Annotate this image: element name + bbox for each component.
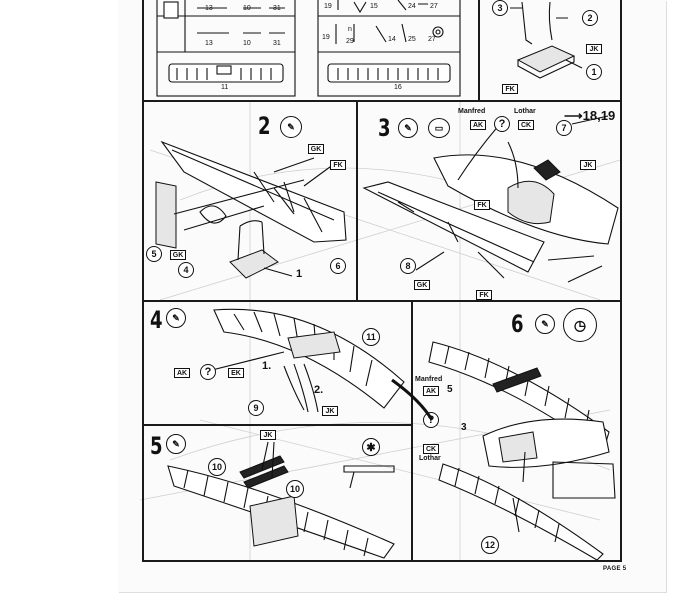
step-preview: 3 2 1 JK FK <box>482 0 620 100</box>
callout: 9 <box>248 400 264 416</box>
callout: 11 <box>362 328 380 346</box>
substep-2: 2. <box>314 384 324 396</box>
decal-sheet-icon: ▭ <box>428 118 450 138</box>
decal-box: FK <box>502 84 518 94</box>
part-label: n <box>348 26 352 33</box>
step-number: 4 <box>150 306 163 334</box>
part-label: 27 <box>428 36 436 43</box>
callout: 3 <box>492 0 508 16</box>
rule-mid1 <box>142 300 622 302</box>
decal-box: EK <box>228 368 244 378</box>
rule-mid2 <box>142 424 412 426</box>
decal-box: JK <box>322 406 338 416</box>
callout: 5 <box>146 246 162 262</box>
decal-box: GK <box>414 280 430 290</box>
decal-box: AK <box>423 386 439 396</box>
part-label: 13 <box>205 5 213 12</box>
rule-right <box>620 0 622 562</box>
substep-1: 1. <box>262 360 272 372</box>
decal-box: JK <box>260 430 276 440</box>
rule-v-step46 <box>411 300 413 562</box>
part-label: 19 <box>322 34 330 41</box>
part-label: 19 <box>324 3 332 10</box>
callout: 6 <box>330 258 346 274</box>
part-label: 10 <box>243 5 251 12</box>
paint-brush-icon: ✎ <box>398 118 418 138</box>
side-number: 3 <box>461 422 467 433</box>
callout: 10 <box>286 480 304 498</box>
part-label: 24 <box>408 3 416 10</box>
part-label: 25 <box>408 36 416 43</box>
step-number: 5 <box>150 432 163 460</box>
pilot-label-left: Manfred <box>458 108 486 115</box>
pilot-label-right: Lothar <box>514 108 536 115</box>
part-label: 27 <box>430 3 438 10</box>
rule-v-step23 <box>356 100 358 300</box>
part-label: 10 <box>243 40 251 47</box>
parts-grid-right: 19 15 24 27 19 n 29 14 25 27 16 <box>317 0 461 98</box>
callout: 7 <box>556 120 572 136</box>
decal-box: AK <box>470 120 486 130</box>
part-label: 31 <box>273 5 281 12</box>
pilot-label-top: Manfred <box>415 376 443 383</box>
step-6-panel: 6 ✎ ◷ Manfred AK 5 ? 3 CK Lothar 12 <box>413 302 620 561</box>
decal-box: CK <box>423 444 439 454</box>
decal-box: JK <box>586 44 602 54</box>
paint-brush-icon: ✎ <box>280 116 302 138</box>
step-number: 3 <box>378 114 391 142</box>
callout: 2 <box>582 10 598 26</box>
callout: 4 <box>178 262 194 278</box>
callout: 1 <box>586 64 602 80</box>
decal-box: FK <box>330 160 346 170</box>
step-3-panel: 3 ✎ ▭ Manfred Lothar AK ? CK ⟶18,19 7 JK… <box>358 102 620 300</box>
part-label: 13 <box>205 40 213 47</box>
step-4-panel: 4 ✎ AK ? EK 1. 2. 11 9 JK <box>144 302 411 424</box>
decal-box: CK <box>518 120 534 130</box>
rule-v-top <box>478 0 480 100</box>
paint-brush-icon: ✎ <box>166 434 186 454</box>
decal-box: FK <box>476 290 492 300</box>
step-5-panel: 5 ✎ JK 10 10 ✱ <box>144 426 411 560</box>
step-number: 2 <box>258 112 271 140</box>
question-marker: ? <box>200 364 216 380</box>
side-number: 5 <box>447 384 453 395</box>
callout: 12 <box>481 536 499 554</box>
step-number: 6 <box>511 310 524 338</box>
decal-box: JK <box>580 160 596 170</box>
decal-box: FK <box>474 200 490 210</box>
decal-box: GK <box>170 250 186 260</box>
parts-grid-left: 13 10 31 13 10 31 11 <box>156 0 296 98</box>
decal-box: AK <box>174 368 190 378</box>
step-2-panel: 2 ✎ GK FK GK 5 4 1 6 <box>144 102 356 300</box>
part-number: 1 <box>296 268 303 280</box>
decal-box: GK <box>308 144 324 154</box>
question-marker: ? <box>494 116 510 132</box>
rule-top-bottom <box>142 100 622 102</box>
arrow-reference-text: 18,19 <box>582 108 616 123</box>
callout: 10 <box>208 458 226 476</box>
arrow-icon: ⟶ <box>564 108 583 123</box>
part-label: 15 <box>370 3 378 10</box>
arrow-reference: ⟶18,19 <box>564 108 615 124</box>
paint-brush-icon: ✎ <box>166 308 186 328</box>
part-label-tray: 11 <box>221 84 229 91</box>
pilot-label-bottom: Lothar <box>419 455 441 462</box>
rule-bottom <box>142 560 622 562</box>
part-label: 29 <box>346 38 354 45</box>
callout: 8 <box>400 258 416 274</box>
part-label-tray: 16 <box>394 84 402 91</box>
rule-left <box>142 0 144 562</box>
part-label: 31 <box>273 40 281 47</box>
part-label: 14 <box>388 36 396 43</box>
paint-brush-icon: ✎ <box>535 314 555 334</box>
star-symbol: ✱ <box>362 438 380 456</box>
clock-gauge-icon: ◷ <box>563 308 597 342</box>
page-number: PAGE 5 <box>603 566 627 572</box>
